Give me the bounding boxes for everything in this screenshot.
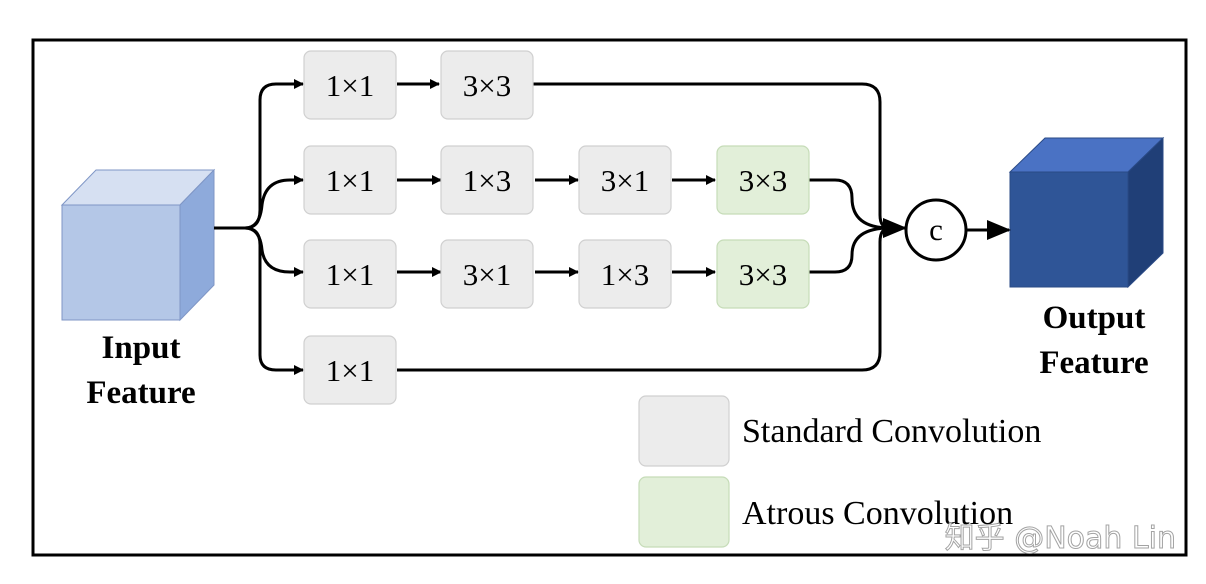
output-feature-label-line1: Output	[1043, 300, 1146, 336]
conv-block-standard: 1×3	[440, 145, 534, 215]
conv-block-label: 3×3	[463, 68, 511, 103]
conv-block-standard: 3×3	[440, 50, 534, 120]
conv-block-label: 3×3	[739, 163, 787, 198]
conv-block-box	[716, 145, 810, 215]
conv-block-label: 3×1	[601, 163, 649, 198]
conv-block-standard: 3×1	[440, 239, 534, 309]
conv-block-label: 1×3	[463, 163, 511, 198]
conv-block-label: 1×1	[326, 257, 374, 292]
concat-label: c	[929, 212, 943, 247]
conv-block-label: 1×1	[326, 353, 374, 388]
output-feature-label-line2: Feature	[1039, 345, 1148, 381]
conv-block-standard: 1×3	[578, 239, 672, 309]
conv-block-standard: 1×1	[303, 239, 397, 309]
conv-block-atrous: 3×3	[716, 145, 810, 215]
conv-block-box	[303, 239, 397, 309]
conv-block-standard: 1×1	[303, 335, 397, 405]
conv-block-standard: 1×1	[303, 145, 397, 215]
conv-block-box	[440, 50, 534, 120]
conv-block-standard: 3×1	[578, 145, 672, 215]
conv-block-label: 1×3	[601, 257, 649, 292]
conv-block-box	[716, 239, 810, 309]
conv-block-box	[578, 145, 672, 215]
conv-block-box	[303, 145, 397, 215]
output-feature-cube	[1008, 136, 1165, 289]
conv-block-label: 3×1	[463, 257, 511, 292]
conv-block-atrous: 3×3	[716, 239, 810, 309]
conv-block-label: 3×3	[739, 257, 787, 292]
legend: Standard Convolution Atrous Convolution	[638, 395, 1041, 548]
conv-blocks: 1×1 3×3 1×1 1×3 3×1 3×3 1×1 3×1 1×3 3×3 1×1	[303, 50, 810, 405]
diagram-frame	[31, 38, 1188, 557]
conv-block-standard: 1×1	[303, 50, 397, 120]
conv-block-label: 1×1	[326, 163, 374, 198]
legend-atrous-label: Atrous Convolution	[742, 495, 1013, 532]
legend-standard-label: Standard Convolution	[742, 413, 1041, 450]
conv-block-box	[440, 145, 534, 215]
legend-standard-swatch	[638, 395, 730, 467]
conv-block-box	[303, 50, 397, 120]
legend-atrous-swatch	[638, 476, 730, 548]
branch-wires	[214, 79, 1011, 375]
conv-block-box	[440, 239, 534, 309]
input-feature-label-line1: Input	[102, 330, 181, 366]
conv-block-box	[578, 239, 672, 309]
input-feature-cube	[60, 168, 216, 322]
input-feature-label-line2: Feature	[86, 375, 195, 411]
conv-block-label: 1×1	[326, 68, 374, 103]
conv-block-box	[303, 335, 397, 405]
watermark: 知乎 @Noah Lin	[945, 521, 1176, 556]
concat-node	[904, 198, 968, 262]
